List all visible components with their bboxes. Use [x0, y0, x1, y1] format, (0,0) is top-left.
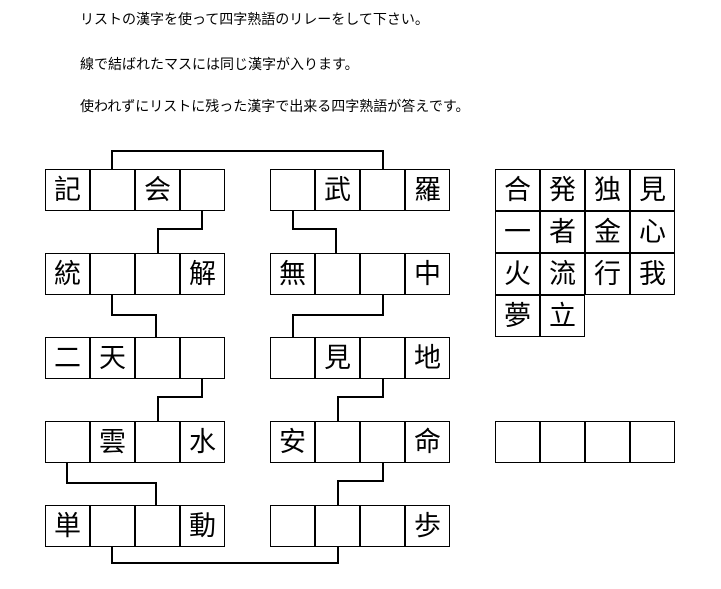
connector-right-3-4 — [337, 379, 384, 421]
answer-cell-2[interactable] — [540, 421, 585, 463]
left-row-5-cell-3[interactable] — [135, 505, 180, 547]
left-row-1-cell-4[interactable] — [180, 169, 225, 211]
kanji-list-item: 立 — [540, 295, 585, 337]
left-row-5-cell-4: 動 — [180, 505, 225, 547]
answer-cell-4[interactable] — [630, 421, 675, 463]
right-row-5-cell-3[interactable] — [360, 505, 405, 547]
connector-left-2-3 — [111, 295, 157, 337]
left-row-4-cell-2: 雲 — [90, 421, 135, 463]
kanji-list-item: 心 — [630, 211, 675, 253]
left-row-4-cell-1[interactable] — [45, 421, 90, 463]
right-row-2-cell-1: 無 — [270, 253, 315, 295]
right-row-2-cell-2[interactable] — [315, 253, 360, 295]
connector-bottom — [111, 547, 339, 564]
left-row-1-cell-1: 記 — [45, 169, 90, 211]
connector-right-1-2 — [292, 211, 337, 253]
kanji-list-item: 火 — [495, 253, 540, 295]
left-row-2-cell-1: 統 — [45, 253, 90, 295]
right-row-5-cell-1[interactable] — [270, 505, 315, 547]
right-row-4-cell-4: 命 — [405, 421, 450, 463]
right-row-5-cell-2[interactable] — [315, 505, 360, 547]
right-row-4-cell-2[interactable] — [315, 421, 360, 463]
left-row-3-cell-2: 天 — [90, 337, 135, 379]
right-row-2-cell-4: 中 — [405, 253, 450, 295]
instruction-line-2: 線で結ばれたマスには同じ漢字が入ります。 — [80, 57, 359, 73]
left-row-5-cell-2[interactable] — [90, 505, 135, 547]
instruction-line-1: リストの漢字を使って四字熟語のリレーをして下さい。 — [80, 12, 429, 28]
left-row-2-cell-2[interactable] — [90, 253, 135, 295]
instruction-line-3: 使われずにリストに残った漢字で出来る四字熟語が答えです。 — [80, 99, 470, 115]
left-row-3-cell-3[interactable] — [135, 337, 180, 379]
answer-cell-3[interactable] — [585, 421, 630, 463]
left-row-1-cell-2[interactable] — [90, 169, 135, 211]
connector-left-3-4 — [157, 379, 203, 421]
left-row-5-cell-1: 単 — [45, 505, 90, 547]
right-row-3-cell-4: 地 — [405, 337, 450, 379]
left-row-4-cell-4: 水 — [180, 421, 225, 463]
kanji-list-item: 見 — [630, 169, 675, 211]
kanji-list-item: 我 — [630, 253, 675, 295]
kanji-list-item: 流 — [540, 253, 585, 295]
right-row-2-cell-3[interactable] — [360, 253, 405, 295]
connector-top — [111, 150, 384, 169]
right-row-1-cell-1[interactable] — [270, 169, 315, 211]
right-row-3-cell-1[interactable] — [270, 337, 315, 379]
kanji-list-item: 合 — [495, 169, 540, 211]
right-row-1-cell-2: 武 — [315, 169, 360, 211]
right-row-4-cell-1: 安 — [270, 421, 315, 463]
right-row-4-cell-3[interactable] — [360, 421, 405, 463]
right-row-1-cell-4: 羅 — [405, 169, 450, 211]
left-row-2-cell-4: 解 — [180, 253, 225, 295]
left-row-1-cell-3: 会 — [135, 169, 180, 211]
connector-right-4-5 — [337, 463, 384, 505]
left-row-3-cell-4[interactable] — [180, 337, 225, 379]
left-row-2-cell-3[interactable] — [135, 253, 180, 295]
kanji-list-item: 夢 — [495, 295, 540, 337]
kanji-list-item: 行 — [585, 253, 630, 295]
kanji-list-item: 金 — [585, 211, 630, 253]
left-row-3-cell-1: 二 — [45, 337, 90, 379]
right-row-3-cell-2: 見 — [315, 337, 360, 379]
connector-right-2-3 — [292, 295, 384, 337]
left-row-4-cell-3[interactable] — [135, 421, 180, 463]
connector-left-1-2 — [157, 211, 203, 253]
connector-left-4-5 — [66, 463, 157, 505]
kanji-list-item: 者 — [540, 211, 585, 253]
right-row-5-cell-4: 歩 — [405, 505, 450, 547]
kanji-list-item: 発 — [540, 169, 585, 211]
right-row-3-cell-3[interactable] — [360, 337, 405, 379]
kanji-list-item: 一 — [495, 211, 540, 253]
kanji-list-item: 独 — [585, 169, 630, 211]
right-row-1-cell-3[interactable] — [360, 169, 405, 211]
answer-cell-1[interactable] — [495, 421, 540, 463]
